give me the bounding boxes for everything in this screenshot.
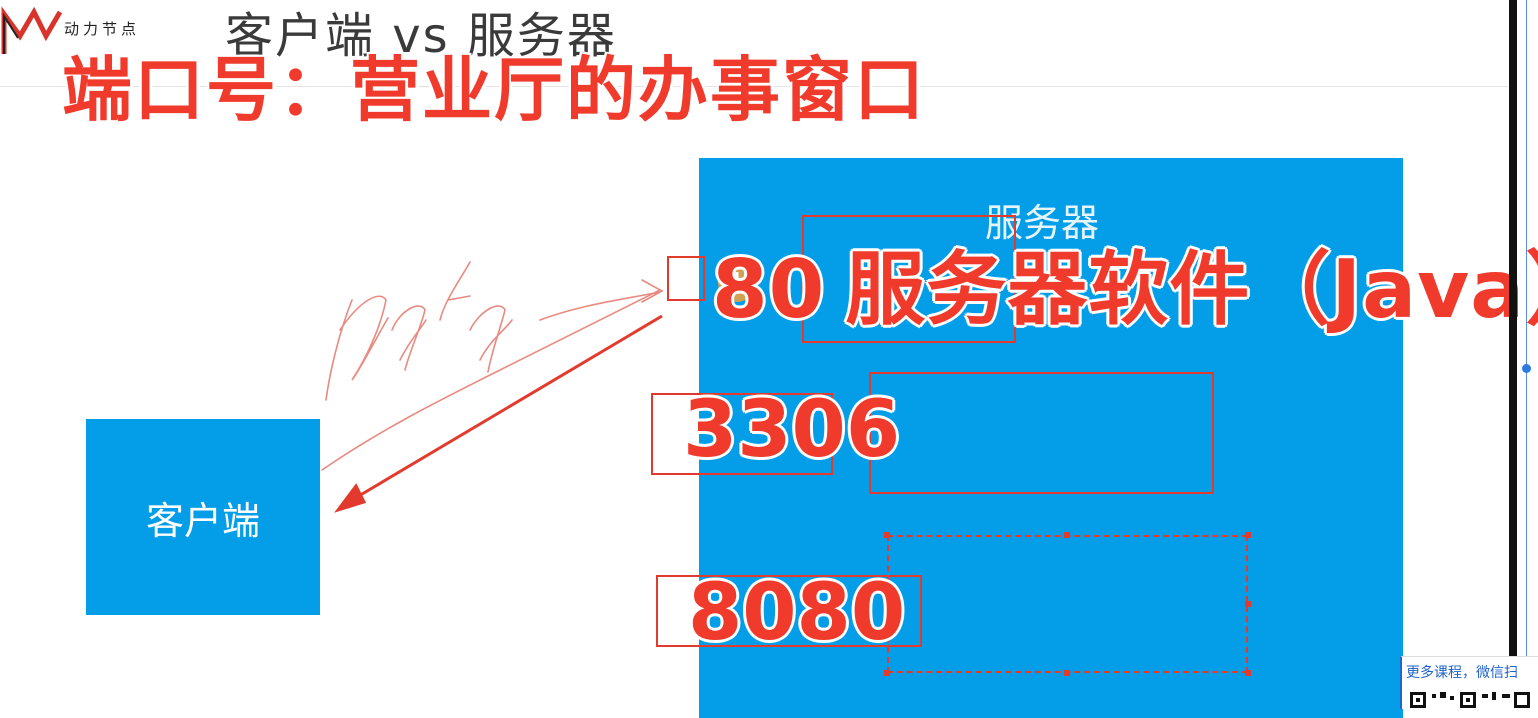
- response-arrow: [334, 314, 663, 513]
- slide-title: 客户端 vs 服务器: [225, 8, 617, 64]
- port-8080-box: [656, 575, 922, 647]
- client-box: 客户端: [86, 419, 320, 615]
- resize-handle[interactable]: [1064, 670, 1070, 676]
- video-edge-bar: [1509, 0, 1517, 708]
- brand-name: 动力节点: [64, 20, 141, 38]
- guide-handle[interactable]: [1522, 364, 1531, 373]
- banner-title: 端口号：营业厅的办事窗口: [62, 49, 926, 131]
- port-3306-box: [651, 393, 833, 475]
- promo-text: 更多课程，微信扫: [1406, 665, 1518, 681]
- qr-code-icon: [1410, 692, 1530, 708]
- database-software-box: [869, 372, 1214, 494]
- resize-handle[interactable]: [884, 601, 890, 607]
- resize-handle[interactable]: [884, 670, 890, 676]
- guide-line: [1526, 0, 1527, 708]
- resize-handle[interactable]: [1245, 532, 1251, 538]
- brand-logo: [1, 6, 63, 54]
- resize-handle[interactable]: [1064, 532, 1070, 538]
- port-80-note: 服务器软件（Java）: [845, 243, 1538, 336]
- port-3306-label: 3306: [683, 385, 901, 475]
- port-8080-label: 8080: [688, 568, 906, 658]
- port-80-small-box: [667, 256, 705, 301]
- server-label: 服务器: [985, 201, 1100, 245]
- resize-handle[interactable]: [1245, 670, 1251, 676]
- client-label: 客户端: [145, 498, 260, 543]
- resize-handle[interactable]: [1245, 601, 1251, 607]
- header-divider: [0, 86, 1508, 87]
- cursor-icon: [718, 264, 756, 302]
- resize-handle[interactable]: [884, 532, 890, 538]
- server-software-box: [802, 215, 1016, 343]
- port-80-number: 80: [712, 243, 826, 336]
- handwritten-data-scribble: [321, 261, 664, 471]
- server-box: [699, 158, 1403, 718]
